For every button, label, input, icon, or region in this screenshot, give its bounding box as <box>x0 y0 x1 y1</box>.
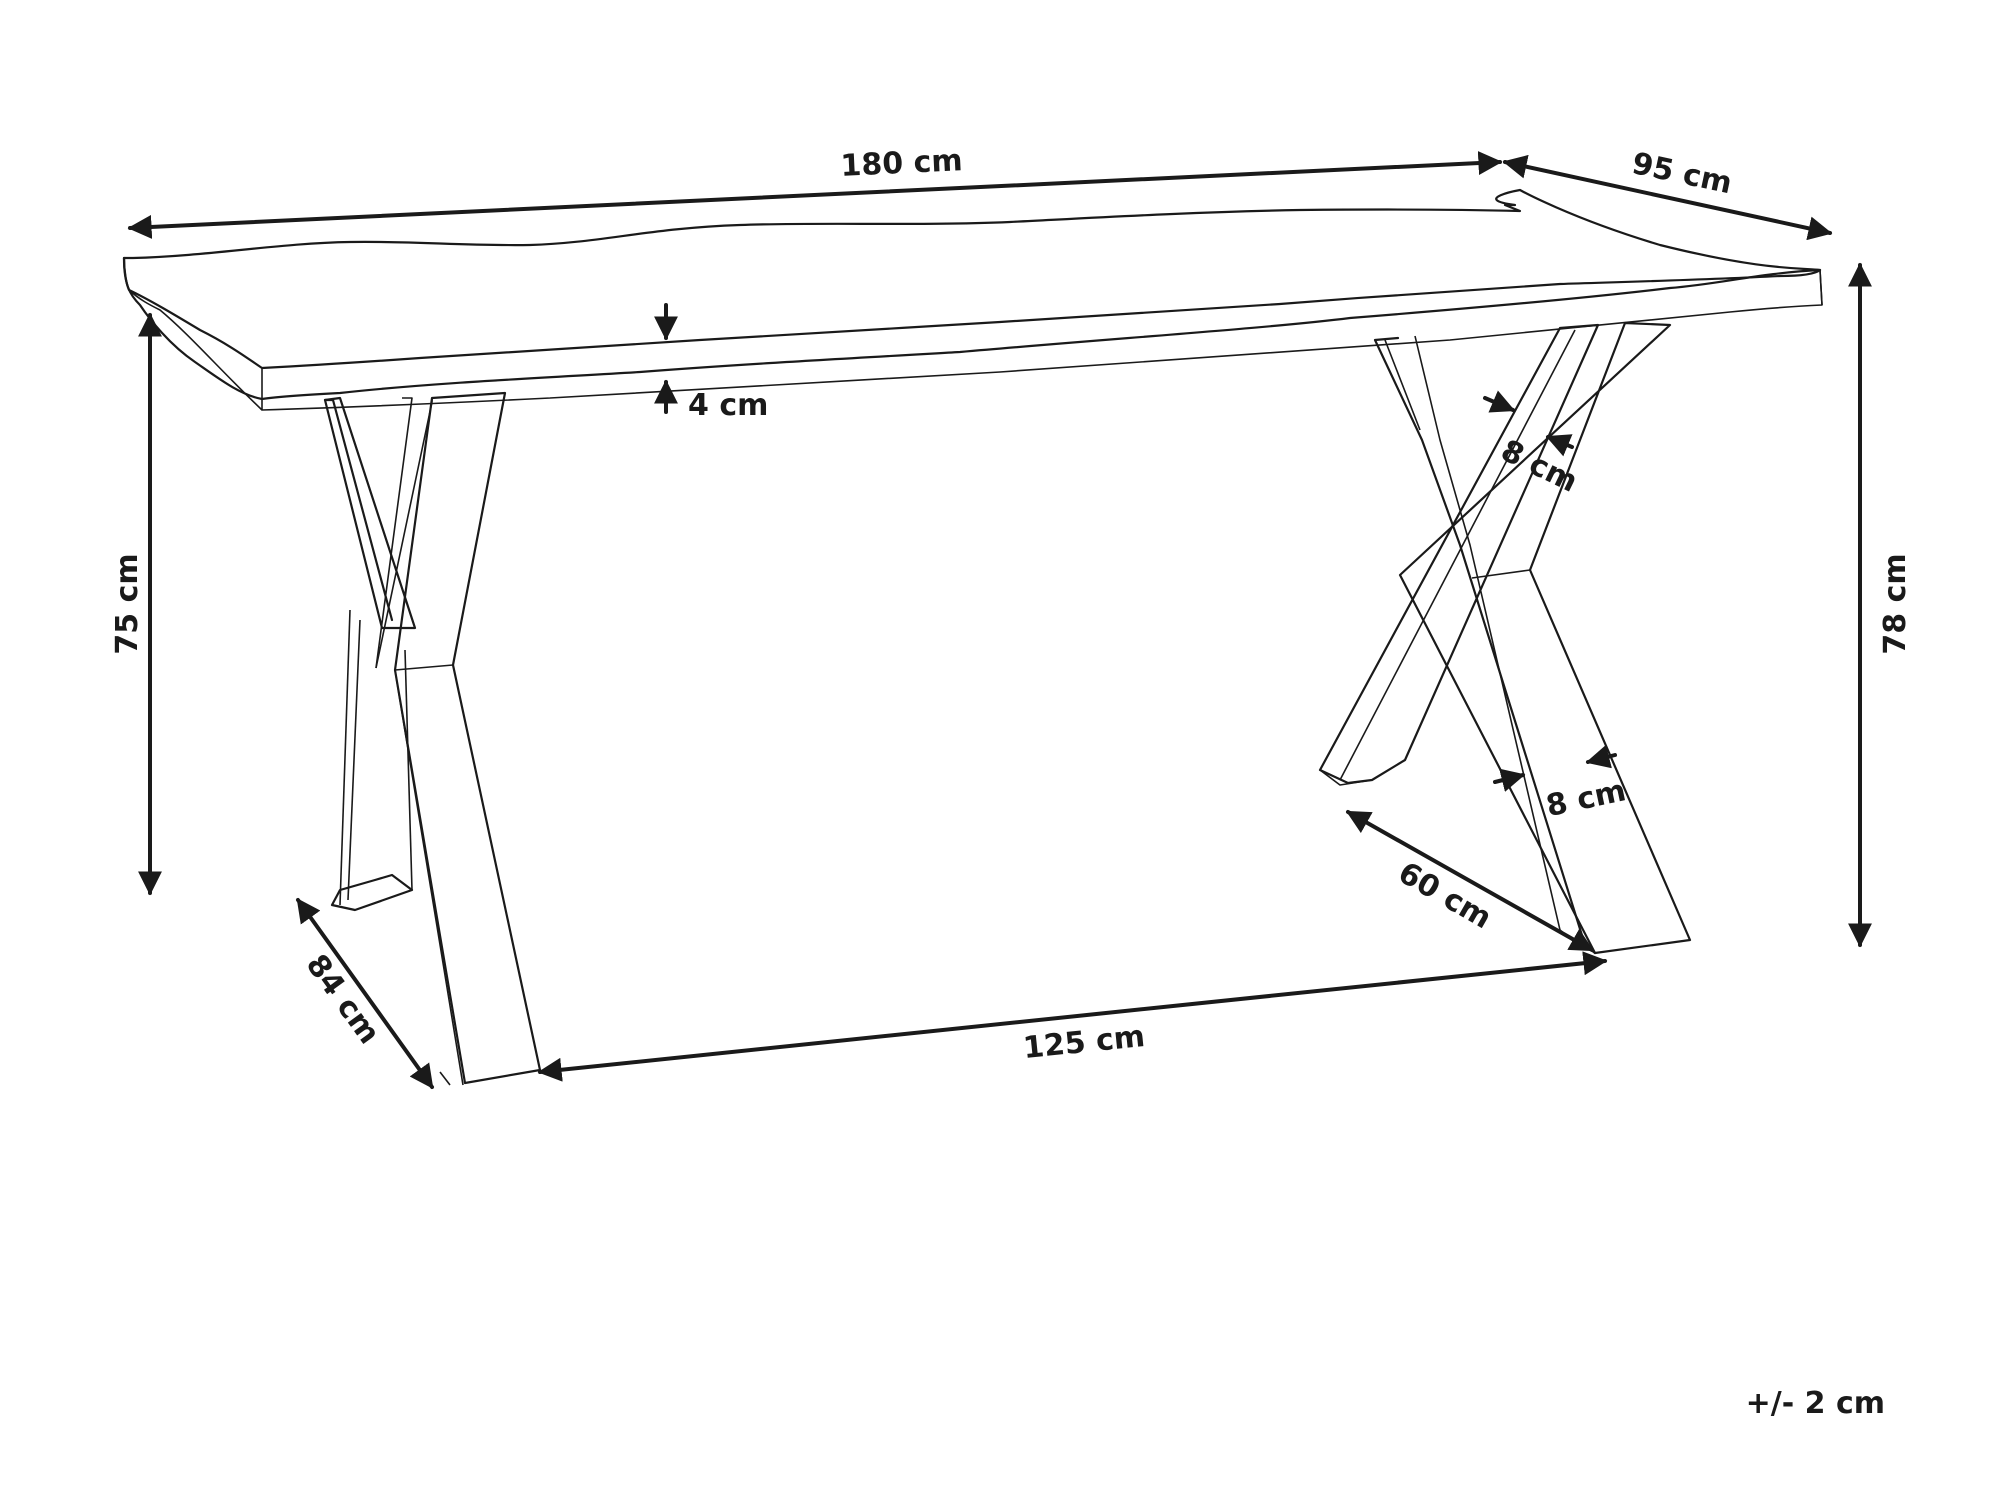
leg-width-top-arrow-b <box>1545 434 1574 457</box>
length-label: 180 cm <box>840 143 964 184</box>
leg-width-bottom-arrow-a <box>1493 768 1526 792</box>
leg-depth-side-dim-line <box>1345 810 1595 952</box>
leg-depth-front-dim-line <box>296 898 434 1089</box>
top-thickness-label: 4 cm <box>688 388 768 423</box>
leg-width-bottom-arrow-b <box>1585 744 1617 769</box>
leg-span-dim-line <box>537 951 1608 1082</box>
table-top <box>122 188 1823 411</box>
dimension-labels: 180 cm 95 cm 75 cm 78 cm 4 cm 8 cm 8 cm … <box>110 143 1913 1421</box>
depth-dim-line <box>1502 154 1833 241</box>
leg-span-label: 125 cm <box>1022 1019 1147 1066</box>
height-front-label: 75 cm <box>110 553 145 654</box>
length-dim-line <box>127 151 1503 239</box>
dimension-lines <box>127 151 1872 1089</box>
right-x-leg <box>1318 321 1692 955</box>
height-back-label: 78 cm <box>1878 553 1913 654</box>
leg-width-bottom-label: 8 cm <box>1543 773 1629 824</box>
leg-width-top-arrow-a <box>1483 390 1516 413</box>
tolerance-label: +/- 2 cm <box>1746 1386 1885 1421</box>
leg-width-top-label: 8 cm <box>1495 433 1583 500</box>
